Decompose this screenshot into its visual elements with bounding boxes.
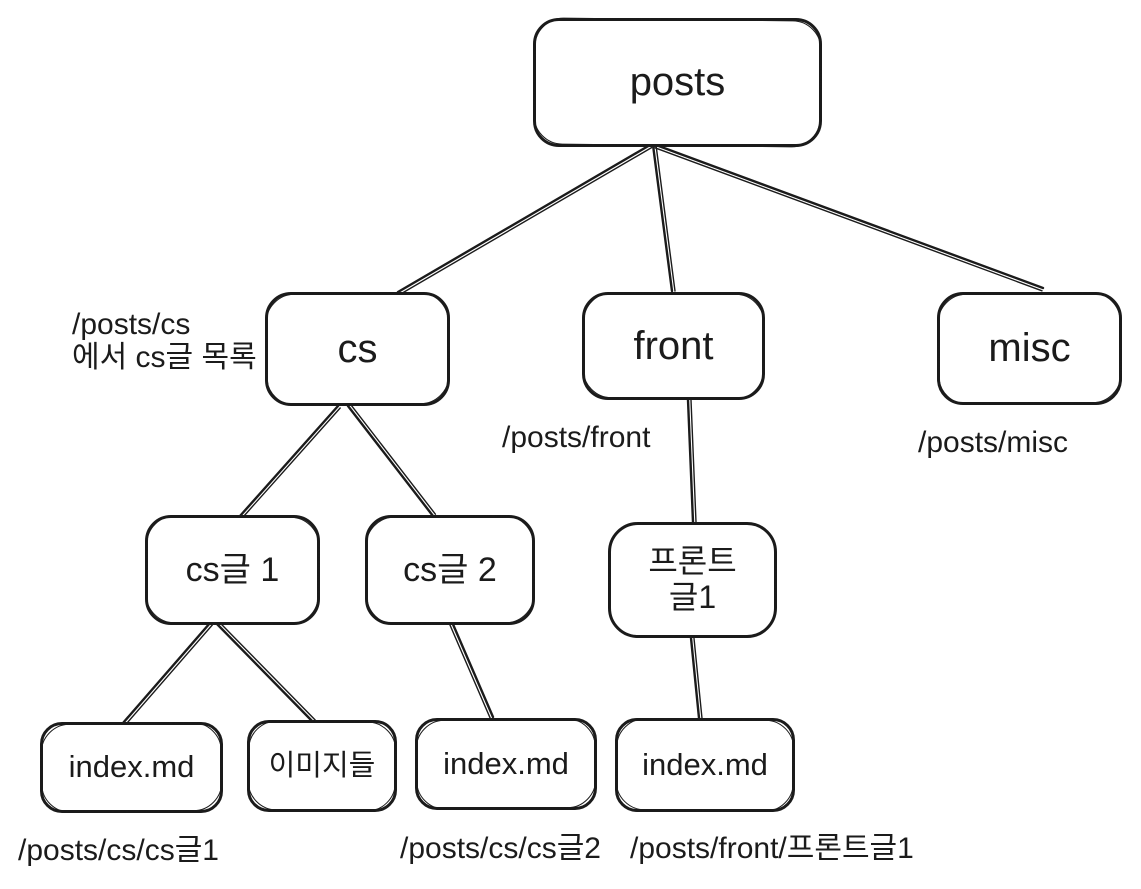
node-index-md-cs2-label: index.md bbox=[443, 745, 569, 781]
node-front-post-1-label-line2: 글1 bbox=[668, 579, 717, 615]
node-front-post-1-label-line1: 프론트 bbox=[648, 543, 737, 580]
node-cs-post-1: cs글 1 bbox=[145, 515, 320, 625]
node-index-md-front1: index.md bbox=[615, 718, 795, 812]
edge-cspost1-indexmd1 bbox=[121, 621, 214, 726]
node-images: 이미지들 bbox=[247, 720, 397, 812]
edge-posts-cs bbox=[396, 143, 653, 296]
edge-front-frontpost1 bbox=[686, 398, 697, 524]
node-index-md-front1-label: index.md bbox=[642, 746, 768, 782]
node-front: front bbox=[582, 292, 765, 400]
node-index-md-cs1-label: index.md bbox=[68, 749, 195, 785]
edge-cs-cspost1 bbox=[238, 404, 341, 519]
node-front-post-1: 프론트 글1 bbox=[608, 522, 777, 638]
edge-cs-cspost2 bbox=[346, 403, 437, 518]
annotation-misc-path: /posts/misc bbox=[918, 426, 1069, 459]
node-cs-post-2: cs글 2 bbox=[365, 515, 535, 625]
annotation-cs-path-line1: /posts/cs bbox=[72, 308, 191, 341]
edge-posts-misc bbox=[654, 143, 1045, 292]
node-misc-label: misc bbox=[988, 326, 1071, 371]
node-cs-post-2-label: cs글 2 bbox=[403, 550, 497, 589]
node-posts-label: posts bbox=[629, 60, 726, 105]
annotation-cs-path: /posts/cs 에서 cs글 목록 bbox=[72, 308, 257, 374]
edge-cspost1-images bbox=[214, 620, 316, 724]
node-cs: cs bbox=[265, 292, 450, 406]
node-index-md-cs2: index.md bbox=[415, 718, 597, 810]
node-cs-post-1-label: cs글 1 bbox=[185, 550, 280, 589]
edge-frontpost1-indexmd3 bbox=[689, 636, 703, 720]
node-index-md-cs1: index.md bbox=[40, 722, 223, 813]
annotation-cs-post-1-path: /posts/cs/cs글1 bbox=[18, 834, 219, 867]
node-images-label: 이미지들 bbox=[268, 749, 376, 782]
edge-cspost2-indexmd2 bbox=[448, 620, 495, 719]
annotation-cs-path-line2: 에서 cs글 목록 bbox=[72, 341, 257, 374]
node-posts: posts bbox=[533, 18, 822, 147]
annotation-front-path: /posts/front bbox=[502, 421, 651, 454]
annotation-front-post-1-path: /posts/front/프론트글1 bbox=[630, 832, 914, 865]
node-misc: misc bbox=[937, 292, 1122, 405]
node-front-label: front bbox=[633, 323, 714, 368]
annotation-cs-post-2-path: /posts/cs/cs글2 bbox=[400, 832, 601, 865]
node-cs-label: cs bbox=[337, 326, 378, 371]
edge-posts-front bbox=[651, 143, 676, 293]
